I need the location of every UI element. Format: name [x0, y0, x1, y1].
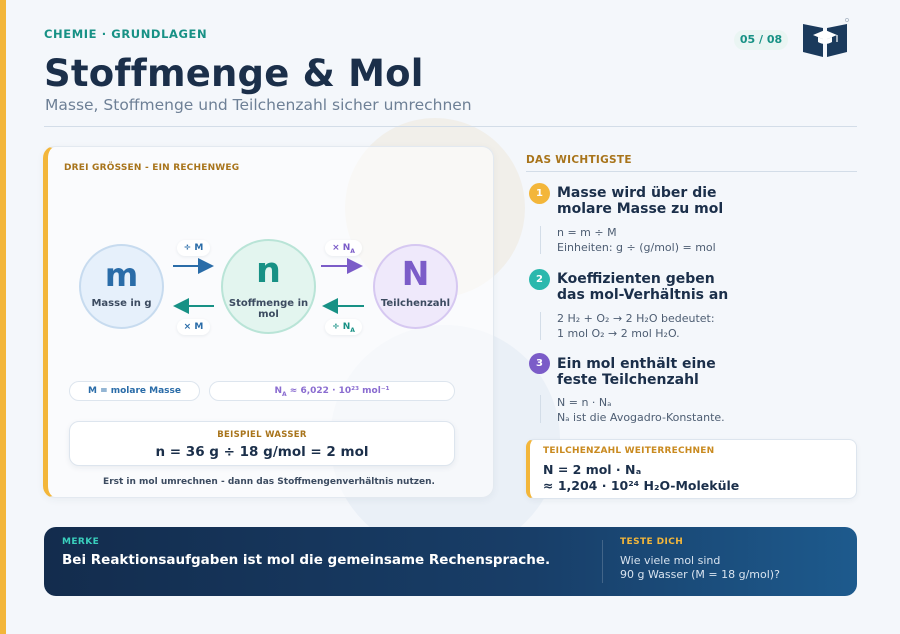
example-label: BEISPIEL WASSER — [217, 430, 307, 440]
point-rule — [540, 312, 541, 340]
accent-bar — [0, 0, 6, 634]
book-graduation-cap-icon — [803, 18, 849, 57]
diagram-footnote: Erst in mol umrechnen - dann das Stoffme… — [103, 477, 435, 487]
particle-card-label: TEILCHENZAHL WEITERRECHNEN — [543, 446, 715, 456]
page-subtitle: Masse, Stoffmenge und Teilchenzahl siche… — [45, 96, 472, 114]
point-rule — [540, 395, 541, 423]
op-text: × N — [332, 243, 351, 253]
node-letter: n — [256, 251, 281, 291]
point-title: Koeffizienten geben das mol-Verhältnis a… — [557, 271, 728, 303]
point-title-line: Masse wird über die — [557, 185, 717, 201]
point-body: 2 H₂ + O₂ → 2 H₂O bedeutet: 1 mol O₂ → 2… — [557, 311, 715, 341]
definition-molar-mass: M = molare Masse — [69, 381, 200, 401]
divider — [526, 171, 857, 172]
page-indicator: 05 / 08 — [734, 30, 788, 50]
point-number: 3 — [529, 353, 550, 374]
node-caption: Stoffmenge in mol — [228, 298, 309, 320]
op-subscript: A — [350, 247, 355, 255]
node-amount: n Stoffmenge in mol — [221, 239, 316, 334]
op-divide-molar-mass: ÷ M — [177, 240, 210, 256]
point-body-line: 2 H₂ + O₂ → 2 H₂O bedeutet: — [557, 312, 715, 325]
point-rule — [540, 226, 541, 254]
particle-card-line: ≈ 1,204 · 10²⁴ H₂O-Moleküle — [543, 478, 740, 493]
key-points-label: DAS WICHTIGSTE — [526, 154, 632, 166]
node-caption: Masse in g — [91, 298, 152, 309]
diagram-label: DREI GRÖSSEN - EIN RECHENWEG — [64, 163, 240, 173]
def-na-prefix: N — [274, 386, 283, 396]
banner-divider — [602, 540, 603, 583]
point-body: n = m ÷ M Einheiten: g ÷ (g/mol) = mol — [557, 225, 716, 255]
node-particles: N Teilchenzahl — [373, 244, 458, 329]
example-formula: n = 36 g ÷ 18 g/mol = 2 mol — [155, 444, 369, 460]
point-body-line: Einheiten: g ÷ (g/mol) = mol — [557, 241, 716, 254]
op-subscript: A — [350, 326, 355, 334]
merke-text: Bei Reaktionsaufgaben ist mol die gemein… — [62, 552, 551, 568]
node-letter: m — [104, 256, 139, 294]
page-title: Stoffmenge & Mol — [44, 52, 424, 95]
op-text: ÷ N — [332, 322, 351, 332]
op-multiply-avogadro: × NA — [325, 240, 362, 256]
particle-card — [526, 439, 857, 499]
point-title-line: molare Masse zu mol — [557, 201, 724, 217]
point-number: 1 — [529, 183, 550, 204]
def-na-rest: ≈ 6,022 · 10²³ mol⁻¹ — [286, 386, 390, 396]
definition-avogadro: NA ≈ 6,022 · 10²³ mol⁻¹ — [209, 381, 455, 401]
point-number: 2 — [529, 269, 550, 290]
particle-card-line: N = 2 mol · Nₐ — [543, 462, 642, 477]
point-title: Ein mol enthält eine feste Teilchenzahl — [557, 356, 716, 388]
point-body-line: N = n · Nₐ — [557, 396, 612, 409]
node-letter: N — [401, 254, 430, 293]
point-title-line: feste Teilchenzahl — [557, 372, 699, 388]
point-body-line: Nₐ ist die Avogadro-Konstante. — [557, 411, 725, 424]
example-box: BEISPIEL WASSER n = 36 g ÷ 18 g/mol = 2 … — [69, 421, 455, 466]
test-question: Wie viele mol sind 90 g Wasser (M = 18 g… — [620, 554, 780, 582]
merke-label: MERKE — [62, 537, 100, 547]
point-title-line: Ein mol enthält eine — [557, 356, 716, 372]
summary-banner — [44, 527, 857, 596]
point-title: Masse wird über die molare Masse zu mol — [557, 185, 723, 217]
divider — [44, 126, 857, 127]
node-caption: Teilchenzahl — [380, 298, 451, 309]
kicker: CHEMIE · GRUNDLAGEN — [44, 27, 208, 41]
point-title-line: das mol-Verhältnis an — [557, 287, 729, 303]
test-question-line: 90 g Wasser (M = 18 g/mol)? — [620, 568, 780, 581]
op-multiply-molar-mass: × M — [177, 319, 210, 335]
point-body-line: 1 mol O₂ → 2 mol H₂O. — [557, 327, 680, 340]
test-question-line: Wie viele mol sind — [620, 554, 721, 567]
point-body: N = n · Nₐ Nₐ ist die Avogadro-Konstante… — [557, 395, 725, 425]
point-body-line: n = m ÷ M — [557, 226, 617, 239]
test-label: TESTE DICH — [620, 537, 684, 547]
op-divide-avogadro: ÷ NA — [325, 319, 362, 335]
point-title-line: Koeffizienten geben — [557, 271, 715, 287]
def-na-subscript: A — [282, 390, 287, 398]
node-mass: m Masse in g — [79, 244, 164, 329]
